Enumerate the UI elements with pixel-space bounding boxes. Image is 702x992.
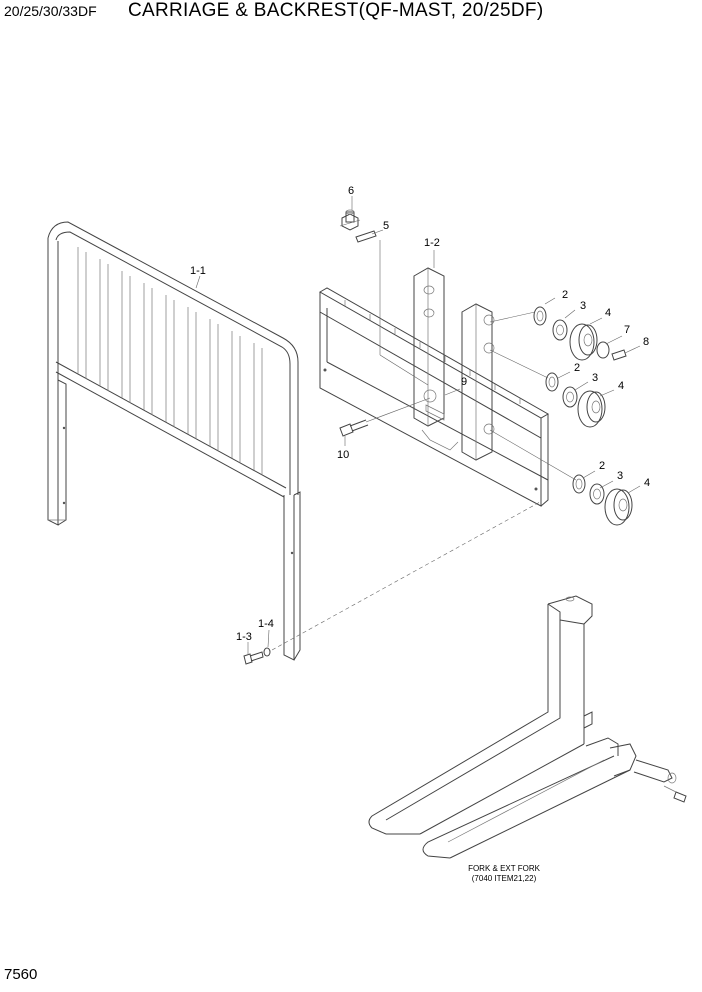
callout-4-middle: 4: [618, 380, 624, 392]
backrest[interactable]: [47, 221, 301, 661]
callout-2-middle: 2: [574, 362, 580, 374]
carriage-frame[interactable]: [318, 287, 550, 507]
page-number: 7560: [4, 966, 38, 983]
callout-3-upper: 3: [580, 300, 586, 312]
callout-1-3: 1-3: [236, 631, 252, 643]
callout-2-lower: 2: [599, 460, 605, 472]
callout-1-1: 1-1: [190, 265, 206, 277]
callout-7: 7: [624, 324, 630, 336]
part-1-3-bolt[interactable]: [243, 651, 264, 665]
callout-10: 10: [337, 449, 349, 461]
part-6-bolt[interactable]: [341, 209, 359, 231]
callout-1-4: 1-4: [258, 618, 274, 630]
roller-set-middle[interactable]: [545, 372, 606, 428]
fork-note-line1: FORK & EXT FORK: [468, 864, 541, 873]
callout-5: 5: [383, 220, 389, 232]
fork-note: FORK & EXT FORK (7040 ITEM21,22): [468, 864, 541, 883]
part-5-pin[interactable]: [355, 230, 377, 243]
roller-set-lower[interactable]: [572, 474, 633, 526]
callout-6: 6: [348, 185, 354, 197]
callout-8: 8: [643, 336, 649, 348]
callout-9: 9: [461, 376, 467, 388]
part-10-bolt[interactable]: [339, 419, 369, 437]
fork-note-line2: (7040 ITEM21,22): [472, 874, 537, 883]
model-code: 20/25/30/33DF: [4, 3, 97, 19]
page-title: CARRIAGE & BACKREST(QF-MAST, 20/25DF): [128, 0, 544, 21]
callout-1-2: 1-2: [424, 237, 440, 249]
roller-set-upper[interactable]: [533, 306, 627, 361]
callout-4-lower: 4: [644, 477, 650, 489]
callout-4-upper: 4: [605, 307, 611, 319]
fork-main[interactable]: [368, 595, 593, 835]
callout-3-lower: 3: [617, 470, 623, 482]
header: 20/25/30/33DF CARRIAGE & BACKREST(QF-MAS…: [0, 0, 702, 30]
side-brackets[interactable]: [413, 267, 495, 461]
callout-3-middle: 3: [592, 372, 598, 384]
fork-extension[interactable]: [422, 737, 687, 859]
callout-2-upper: 2: [562, 289, 568, 301]
part-1-4-washer[interactable]: [263, 647, 271, 657]
leader-lines: [195, 196, 641, 655]
callout-labels: 6 5 1-2 1-1 2 3 4 7 8 9 2 3 4 10 2 3 4 1…: [190, 185, 650, 643]
